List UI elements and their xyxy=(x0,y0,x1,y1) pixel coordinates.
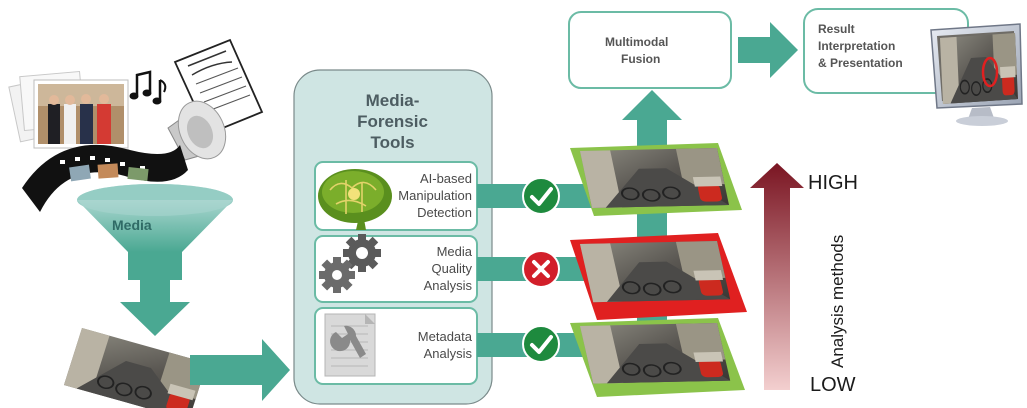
check-icon-metadata xyxy=(522,325,560,363)
check-icon-ai xyxy=(522,177,560,215)
frame-low-pass xyxy=(570,318,745,397)
tools-panel-title: Media- Forensic Tools xyxy=(357,91,428,152)
frame-mid-fail xyxy=(570,233,747,320)
media-collage xyxy=(8,38,264,212)
fusion-up-arrow xyxy=(622,90,682,120)
monitor-icon xyxy=(930,23,1023,126)
result-box-label: Result Interpretation & Presentation xyxy=(818,22,903,70)
media-label: Media xyxy=(112,217,152,233)
frame-high-pass xyxy=(570,143,742,216)
photo-stack-icon xyxy=(8,70,129,149)
input-image-thumbnail xyxy=(63,327,208,408)
fusion-box-label: Multimodal Fusion xyxy=(605,35,669,66)
tool-label-metadata-analysis: Metadata Analysis xyxy=(417,329,472,361)
scale-axis-label: Analysis methods xyxy=(828,234,847,368)
speaker-icon xyxy=(167,100,227,161)
tool-label-quality-analysis: Media Quality Analysis xyxy=(423,244,472,293)
wrench-document-icon xyxy=(324,313,376,377)
scale-low-label: LOW xyxy=(810,374,856,396)
media-funnel xyxy=(77,184,233,280)
funnel-down-arrow xyxy=(120,280,190,336)
input-to-tools-arrow xyxy=(190,339,290,401)
cross-icon-quality xyxy=(522,250,560,288)
fusion-box xyxy=(568,11,732,89)
scale-high-label: HIGH xyxy=(808,172,858,194)
tool-label-ai-detection: AI-based Manipulation Detection xyxy=(398,171,472,220)
brain-icon xyxy=(318,169,392,230)
music-notes-icon xyxy=(129,70,167,105)
fusion-to-result-arrow xyxy=(738,22,798,78)
document-icon xyxy=(173,38,264,136)
analysis-scale-arrow xyxy=(750,163,804,390)
film-strip-icon xyxy=(22,144,188,212)
